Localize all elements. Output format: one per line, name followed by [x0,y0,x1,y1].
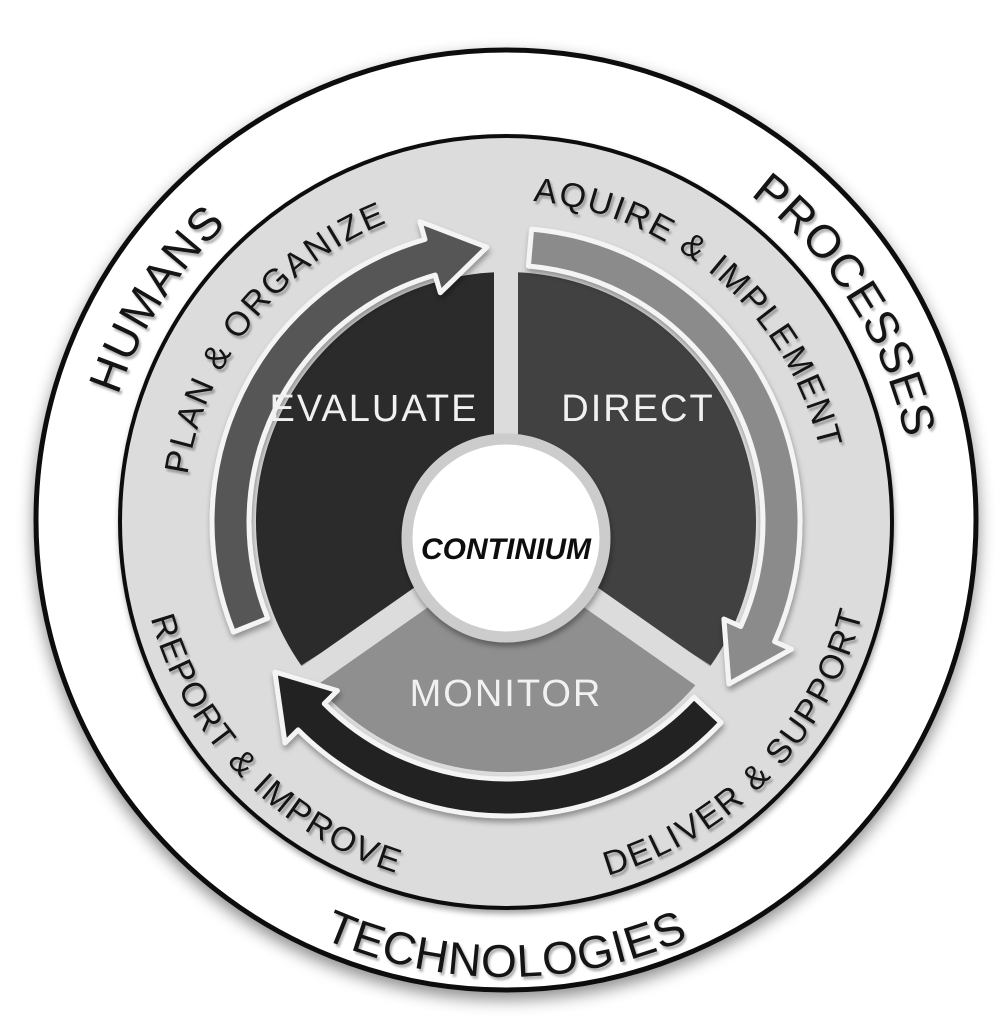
label-direct: DIRECT [561,388,714,430]
arrow-evaluate [209,219,490,635]
center-hub [401,433,611,643]
label-evaluate: EVALUATE [270,388,479,430]
label-continium: CONTINIUM [421,533,592,566]
arrow-monitor [272,669,724,819]
label-monitor: MONITOR [410,673,603,715]
segment-monitor [301,538,711,773]
arrow-direct [525,226,803,687]
cycle-arrows [209,219,803,819]
